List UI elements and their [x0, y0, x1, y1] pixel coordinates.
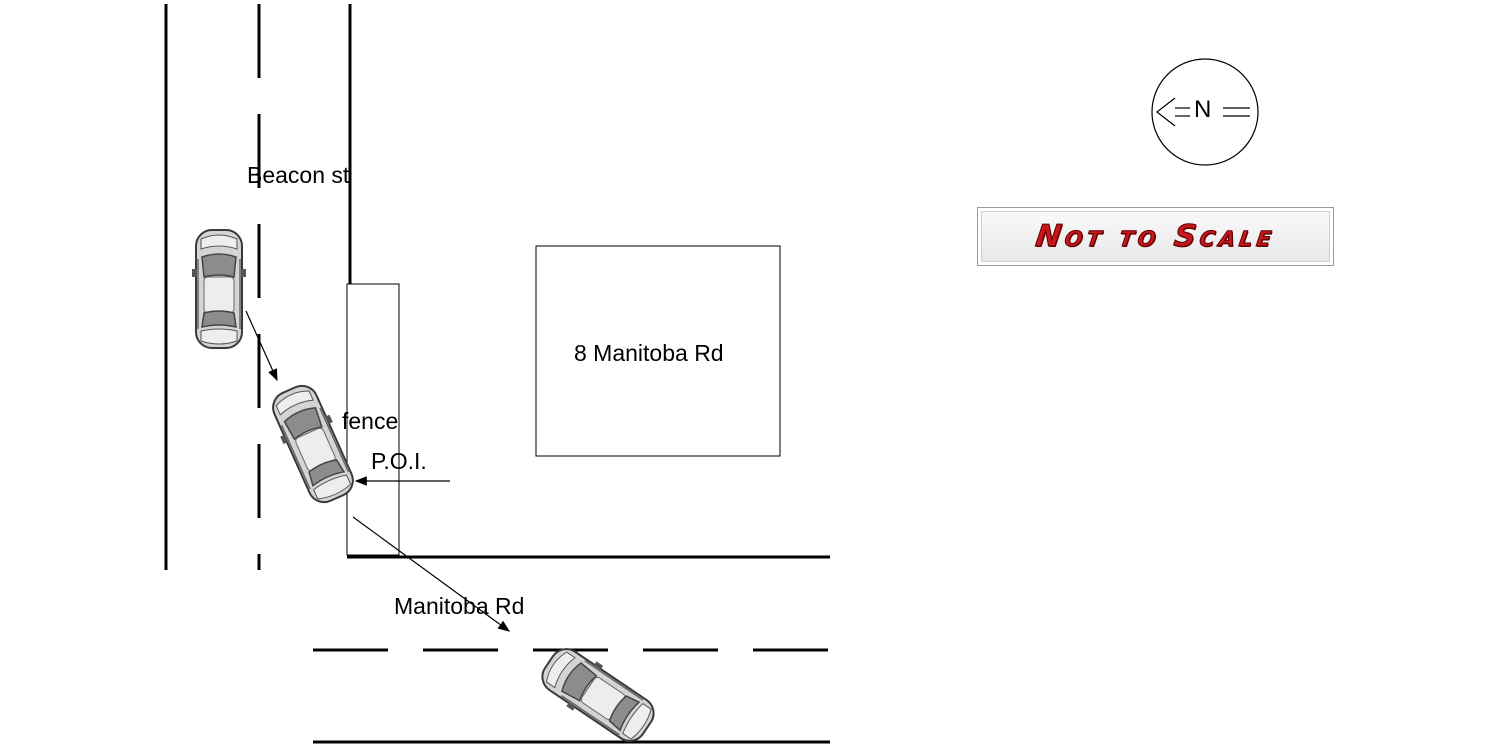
beacon-st-label: Beacon st [247, 162, 350, 188]
fence-label: fence [342, 408, 399, 434]
motion-arrow-2 [352, 516, 510, 632]
motion-arrow-1 [245, 310, 278, 382]
building-rect [535, 245, 781, 457]
manitoba-rd-label: Manitoba Rd [394, 593, 525, 619]
fence-rect [346, 283, 400, 556]
building-label: 8 Manitoba Rd [574, 340, 724, 366]
not-to-scale-text: Not to Scale [1033, 219, 1278, 255]
compass-north-letter: N [1194, 96, 1212, 123]
compass-circle [1151, 58, 1259, 166]
north-arrow-icon [1156, 97, 1250, 127]
not-to-scale-badge: Not to Scale [977, 207, 1334, 266]
car-3 [532, 638, 664, 750]
poi-label: P.O.I. [371, 448, 427, 474]
car-1 [191, 229, 247, 349]
